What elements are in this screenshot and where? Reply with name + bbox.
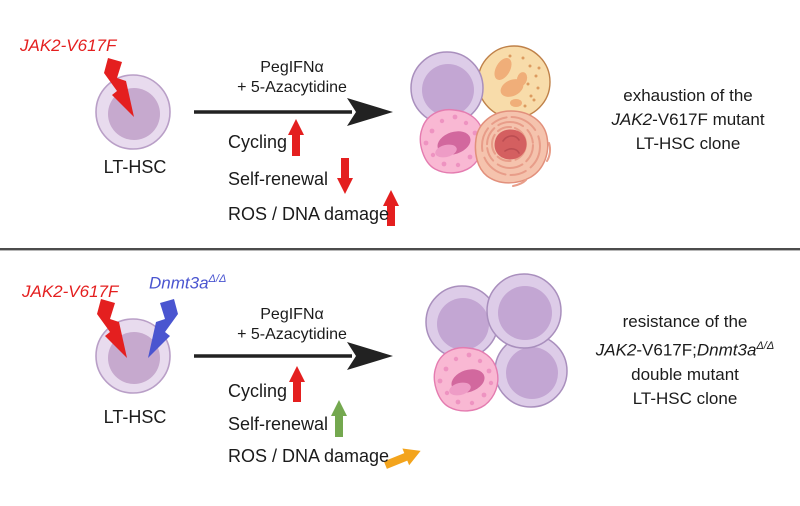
bottom-jak2-v617f-label: JAK2-V617F [22,282,119,301]
caption-line: double mutant [631,364,739,384]
top-lt-hsc-cell [95,74,171,150]
megakaryocyte-cell [474,110,552,187]
purple-hsc-cell [425,285,499,359]
purple-hsc-cell [494,334,568,408]
bottom-treatment-line2: + 5-Azacytidine [237,326,347,343]
monocyte-cell [477,45,551,119]
purple-hsc-daughter-cell [410,51,484,125]
top-differentiated-cell-cluster [410,45,552,187]
top-ros-dna-damage-label: ROS / DNA damage [228,204,390,224]
top-cycling-up-arrow-icon [288,119,304,156]
top-treatment-arrow [194,98,393,126]
top-jak2-v617f-label: JAK2-V617F [20,36,117,55]
caption-line: resistance of the [622,312,748,331]
bottom-self-renewal-label: Self-renewal [228,414,329,434]
purple-hsc-cell [486,273,562,349]
dnmt3a-blue-lightning-bolt-icon [148,299,178,358]
bottom-ros-dna-damage-label: ROS / DNA damage [228,446,390,466]
bottom-lt-hsc-label: LT-HSC [103,407,167,427]
bottom-dnmt3a-label: Dnmt3aΔ/Δ [149,273,227,293]
top-self-renewal-down-arrow-icon [337,158,353,194]
top-treatment-line1: PegIFNα [260,59,324,76]
caption-line: exhaustion of the [623,86,753,105]
top-treatment-line2: + 5-Azacytidine [237,79,347,96]
caption-line: JAK2-V617F;Dnmt3aΔ/Δ [595,340,775,360]
bottom-cycling-up-arrow-icon [289,366,305,402]
caption-line: LT-HSC clone [635,134,741,153]
eosinophil-cell [419,108,485,174]
top-ros-dna-damage-up-arrow-icon [383,190,399,226]
top-self-renewal-label: Self-renewal [228,169,329,189]
panel-divider [0,248,800,251]
jak2-red-lightning-bolt-icon [104,58,134,117]
bottom-cycling-label: Cycling [228,381,288,401]
caption-line: LT-HSC clone [632,388,738,408]
jak2-red-lightning-bolt-icon [97,299,127,358]
top-cycling-label: Cycling [228,132,288,152]
bottom-hsc-clone-cluster [425,273,568,412]
top-lt-hsc-label: LT-HSC [103,157,167,177]
top-outcome-caption: exhaustion of the JAK2-V617F mutant LT-H… [578,84,798,156]
bottom-treatment-line1: PegIFNα [260,306,324,323]
bottom-ros-dna-damage-flat-arrow-icon [383,448,421,469]
bottom-self-renewal-up-arrow-icon [331,400,347,437]
bottom-treatment-arrow [194,342,393,370]
bottom-outcome-caption: resistance of the JAK2-V617F;Dnmt3aΔ/Δ d… [565,310,800,411]
eosinophil-cell [433,346,499,412]
caption-line: JAK2-V617F mutant [611,110,765,129]
